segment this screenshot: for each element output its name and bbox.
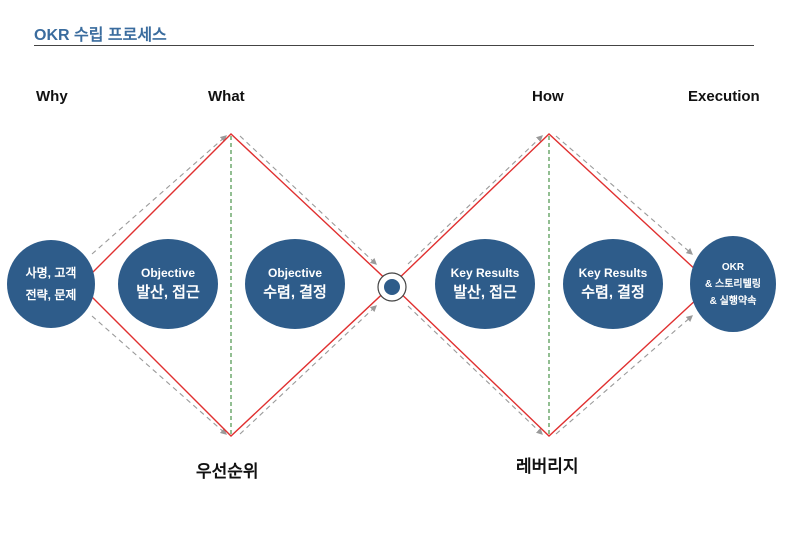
stage-label-what: What [208, 88, 245, 105]
node-objective-converge-line2: 수렴, 결정 [263, 284, 327, 301]
dashed-arrow [407, 135, 543, 265]
junction-dot [384, 279, 400, 295]
node-objective-diverge: Objective 발산, 접근 [118, 239, 218, 329]
node-objective-diverge-line2: 발산, 접근 [136, 284, 200, 301]
dashed-arrow [555, 135, 693, 255]
dashed-arrow [91, 315, 227, 435]
node-mission: 사명, 고객 전략, 문제 [7, 240, 95, 328]
stage-label-execution: Execution [688, 88, 760, 105]
stage-label-how: How [532, 88, 564, 105]
node-execution-line3: & 실행약속 [709, 295, 757, 307]
dashed-arrow [91, 135, 227, 255]
node-kr-diverge-line2: 발산, 접근 [453, 284, 517, 301]
node-kr-converge: Key Results 수렴, 결정 [563, 239, 663, 329]
stage-label-why: Why [36, 88, 68, 105]
label-priority: 우선순위 [196, 462, 259, 481]
label-leverage: 레버리지 [516, 457, 579, 476]
node-objective-converge: Objective 수렴, 결정 [245, 239, 345, 329]
node-kr-diverge: Key Results 발산, 접근 [435, 239, 535, 329]
dashed-arrow [239, 305, 377, 435]
dashed-arrow [407, 305, 543, 435]
node-objective-converge-line1: Objective [267, 266, 323, 280]
node-kr-converge-line2: 수렴, 결정 [581, 284, 645, 301]
node-mission-line1: 사명, 고객 [25, 266, 77, 280]
page-title: OKR 수립 프로세스 [34, 27, 167, 44]
node-execution-line2: & 스토리텔링 [705, 278, 761, 290]
title-divider [34, 45, 754, 46]
node-execution: OKR & 스토리텔링 & 실행약속 [690, 236, 776, 332]
node-kr-diverge-line1: Key Results [450, 266, 520, 280]
node-kr-converge-line1: Key Results [578, 266, 648, 280]
node-objective-diverge-line1: Objective [140, 266, 196, 280]
dashed-arrow [239, 135, 377, 265]
node-mission-line2: 전략, 문제 [25, 288, 77, 302]
dashed-arrow [555, 315, 693, 435]
node-execution-line1: OKR [721, 261, 745, 273]
